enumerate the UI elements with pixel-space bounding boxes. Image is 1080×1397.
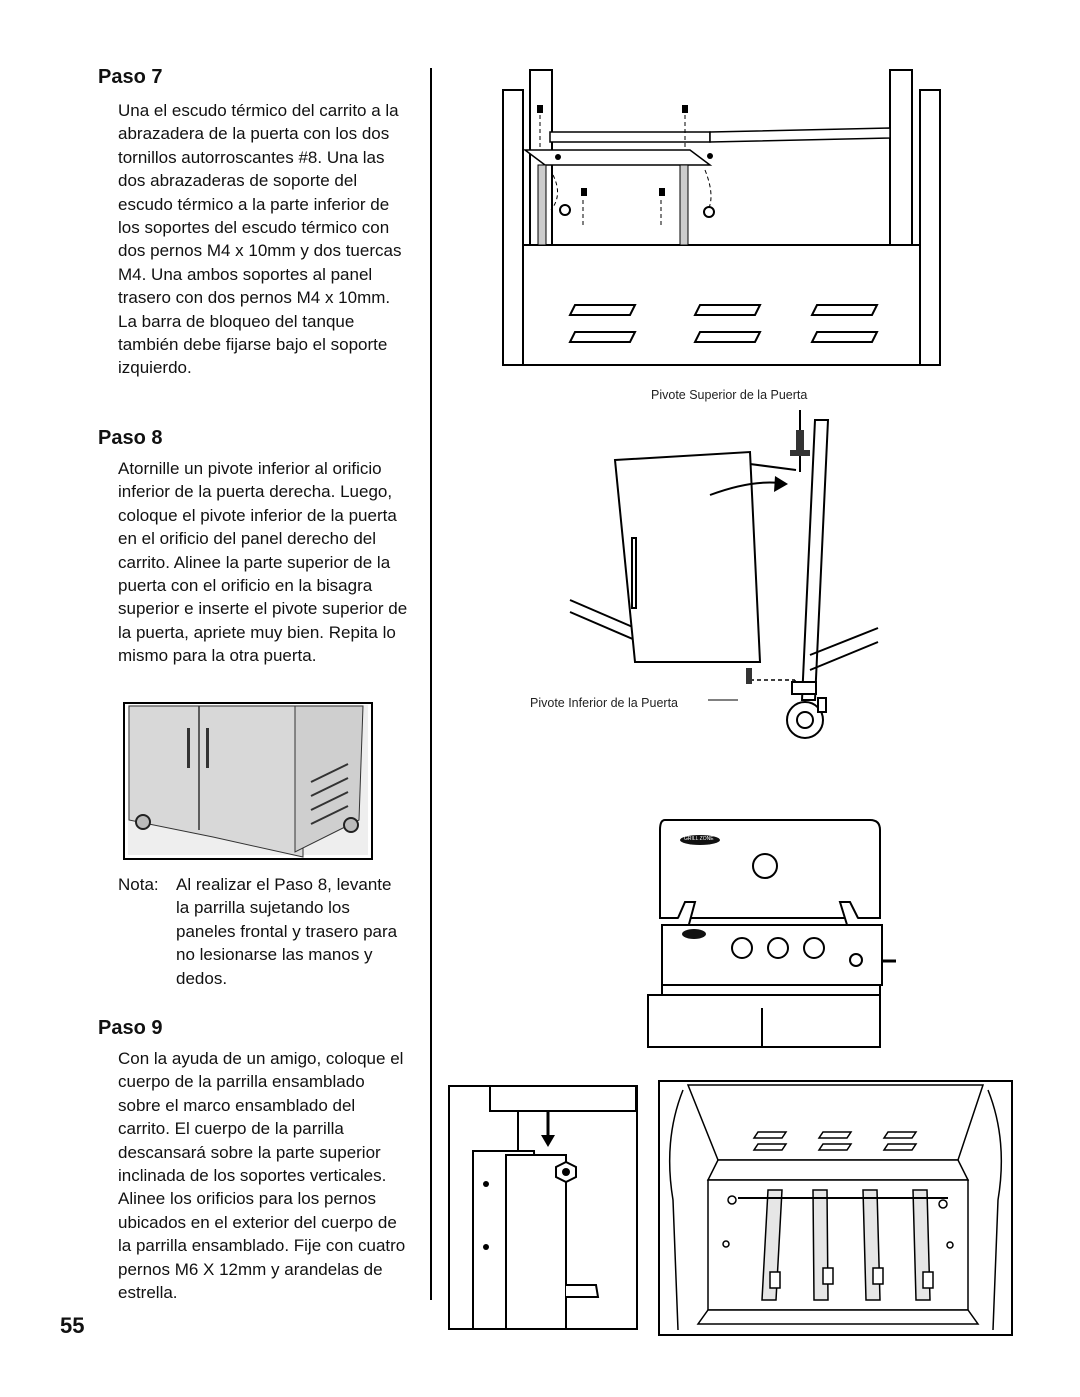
step-9-title: Paso 9: [98, 1017, 163, 1039]
step-8-door-diagram: [560, 400, 890, 745]
step-7-title: Paso 7: [98, 66, 163, 88]
step-9-text: Con la ayuda de un amigo, coloque el cue…: [118, 1049, 406, 1303]
page-number: 55: [60, 1313, 85, 1338]
cart-doors-illustration: [123, 702, 373, 860]
step-7-frame-diagram: [495, 60, 955, 370]
bolt-bracket-detail: [448, 1085, 638, 1330]
bottom-pivot-label: Pivote Inferior de la Puerta: [530, 696, 678, 710]
top-pivot-label: Pivote Superior de la Puerta: [651, 388, 808, 402]
step-8-text: Atornille un pivote inferior al orificio…: [118, 459, 408, 666]
grill-logo: GRILL ZONE: [684, 836, 714, 842]
note-label: Nota:: [118, 875, 159, 894]
step-8-title: Paso 8: [98, 427, 163, 449]
step-7-text: Una el escudo térmico del carrito a la a…: [118, 101, 402, 378]
grill-interior-diagram: [658, 1080, 1013, 1336]
note-text: Al realizar el Paso 8, levante la parril…: [176, 875, 398, 988]
grill-assembled-diagram: [640, 810, 900, 1050]
column-divider: [430, 68, 432, 1300]
